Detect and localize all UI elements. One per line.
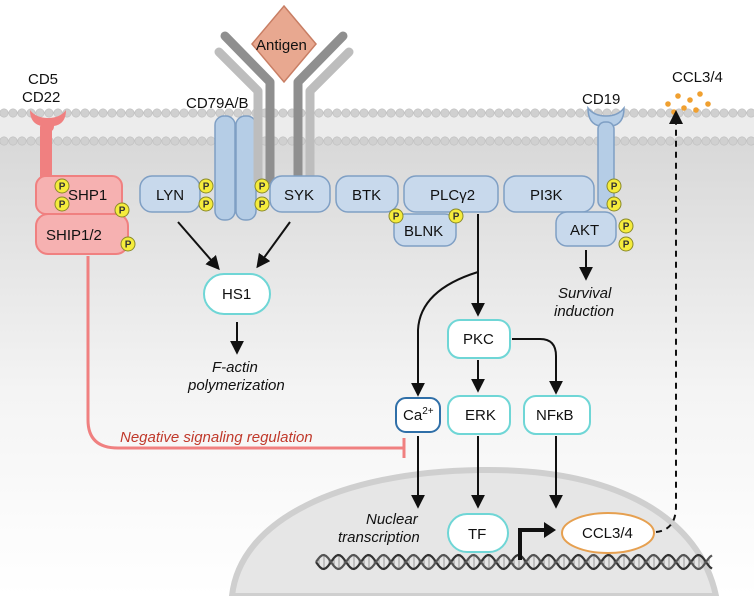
hs1-node bbox=[203, 273, 271, 315]
bcr-antibody bbox=[214, 31, 354, 185]
factin-label-1: F-actin bbox=[212, 359, 258, 376]
calcium-label: Ca2+ bbox=[403, 406, 434, 424]
phospho-label: P bbox=[453, 212, 460, 223]
pi3k-label: PI3K bbox=[530, 187, 563, 204]
ccl-dots bbox=[665, 91, 711, 115]
nuclear-label-2: transcription bbox=[338, 529, 420, 546]
cd22-label: CD22 bbox=[22, 89, 60, 106]
antigen-label: Antigen bbox=[256, 37, 307, 54]
cd5-label: CD5 bbox=[28, 71, 58, 88]
antigen-shape bbox=[251, 4, 317, 84]
phospho-label: P bbox=[59, 182, 66, 193]
cd79-receptor bbox=[214, 115, 257, 221]
factin-label-2: polymerization bbox=[187, 377, 285, 394]
phospho-label: P bbox=[259, 200, 266, 211]
survival-label-1: Survival bbox=[558, 285, 612, 302]
ccl-top-label: CCL3/4 bbox=[672, 69, 723, 86]
lyn-node bbox=[139, 175, 201, 213]
ccl-gene-node bbox=[561, 512, 655, 554]
arrow-pkc-nfkb bbox=[512, 338, 563, 395]
phospho-label: P bbox=[393, 212, 400, 223]
phospho-site bbox=[388, 208, 404, 224]
negative-regulation-label: Negative signaling regulation bbox=[120, 429, 313, 446]
phospho-label: P bbox=[203, 182, 210, 193]
phospho-label: P bbox=[611, 200, 618, 211]
phospho-label: P bbox=[623, 222, 630, 233]
arrow-plcg2-ca bbox=[411, 271, 479, 397]
pkc-label: PKC bbox=[463, 331, 494, 348]
calcium-node bbox=[395, 397, 441, 433]
erk-label: ERK bbox=[465, 407, 496, 424]
ship-node bbox=[35, 213, 129, 255]
nfkb-label: NFκB bbox=[536, 407, 574, 424]
phospho-site bbox=[198, 178, 214, 194]
hs1-label: HS1 bbox=[222, 286, 251, 303]
dna-strand bbox=[315, 553, 713, 571]
cell-membrane bbox=[0, 108, 754, 146]
pi3k-node bbox=[503, 175, 595, 213]
lyn-label: LYN bbox=[156, 187, 184, 204]
negative-regulation-line bbox=[86, 256, 404, 450]
phospho-site bbox=[606, 178, 622, 194]
phospho-label: P bbox=[119, 206, 126, 217]
phospho-site bbox=[114, 202, 130, 218]
phospho-site bbox=[254, 196, 270, 212]
transcription-start-arrow bbox=[518, 528, 546, 560]
phospho-site bbox=[198, 196, 214, 212]
syk-label: SYK bbox=[284, 187, 314, 204]
pkc-node bbox=[447, 319, 511, 359]
phospho-label: P bbox=[203, 200, 210, 211]
ship-label: SHIP1/2 bbox=[46, 227, 102, 244]
phospho-label: P bbox=[59, 200, 66, 211]
phospho-site bbox=[54, 178, 70, 194]
phospho-site bbox=[618, 236, 634, 252]
ccl-nuc-label: CCL3/4 bbox=[582, 525, 633, 542]
tf-label: TF bbox=[468, 526, 486, 543]
btk-label: BTK bbox=[352, 187, 381, 204]
phospho-label: P bbox=[259, 182, 266, 193]
phospho-label: P bbox=[125, 240, 132, 251]
phospho-site bbox=[254, 178, 270, 194]
cd79-label: CD79A/B bbox=[186, 95, 249, 112]
nfkb-node bbox=[523, 395, 591, 435]
phospho-site bbox=[120, 236, 136, 252]
arrow-syk-hs1 bbox=[256, 221, 291, 269]
syk-node bbox=[269, 175, 331, 213]
transcription-arrowhead bbox=[544, 522, 556, 538]
akt-label: AKT bbox=[570, 222, 599, 239]
phospho-site bbox=[54, 196, 70, 212]
survival-label-2: induction bbox=[554, 303, 614, 320]
phospho-label: P bbox=[623, 240, 630, 251]
phospho-site bbox=[618, 218, 634, 234]
phospho-label: P bbox=[611, 182, 618, 193]
erk-node bbox=[447, 395, 511, 435]
shp1-label: SHP1 bbox=[68, 187, 107, 204]
dna-helix bbox=[315, 553, 713, 571]
tf-node bbox=[447, 513, 509, 553]
btk-node bbox=[335, 175, 399, 213]
plcg2-label: PLCγ2 bbox=[430, 187, 475, 204]
nuclear-label-1: Nuclear bbox=[366, 511, 419, 528]
secretion-dashed-arrow bbox=[655, 122, 677, 533]
phospho-site bbox=[606, 196, 622, 212]
cd19-label: CD19 bbox=[582, 91, 620, 108]
akt-node bbox=[555, 211, 617, 247]
secretion-arrowhead bbox=[669, 110, 683, 124]
blnk-node bbox=[393, 213, 457, 247]
phospho-site bbox=[448, 208, 464, 224]
arrow-lyn-hs1 bbox=[177, 221, 220, 271]
blnk-label: BLNK bbox=[404, 223, 443, 240]
